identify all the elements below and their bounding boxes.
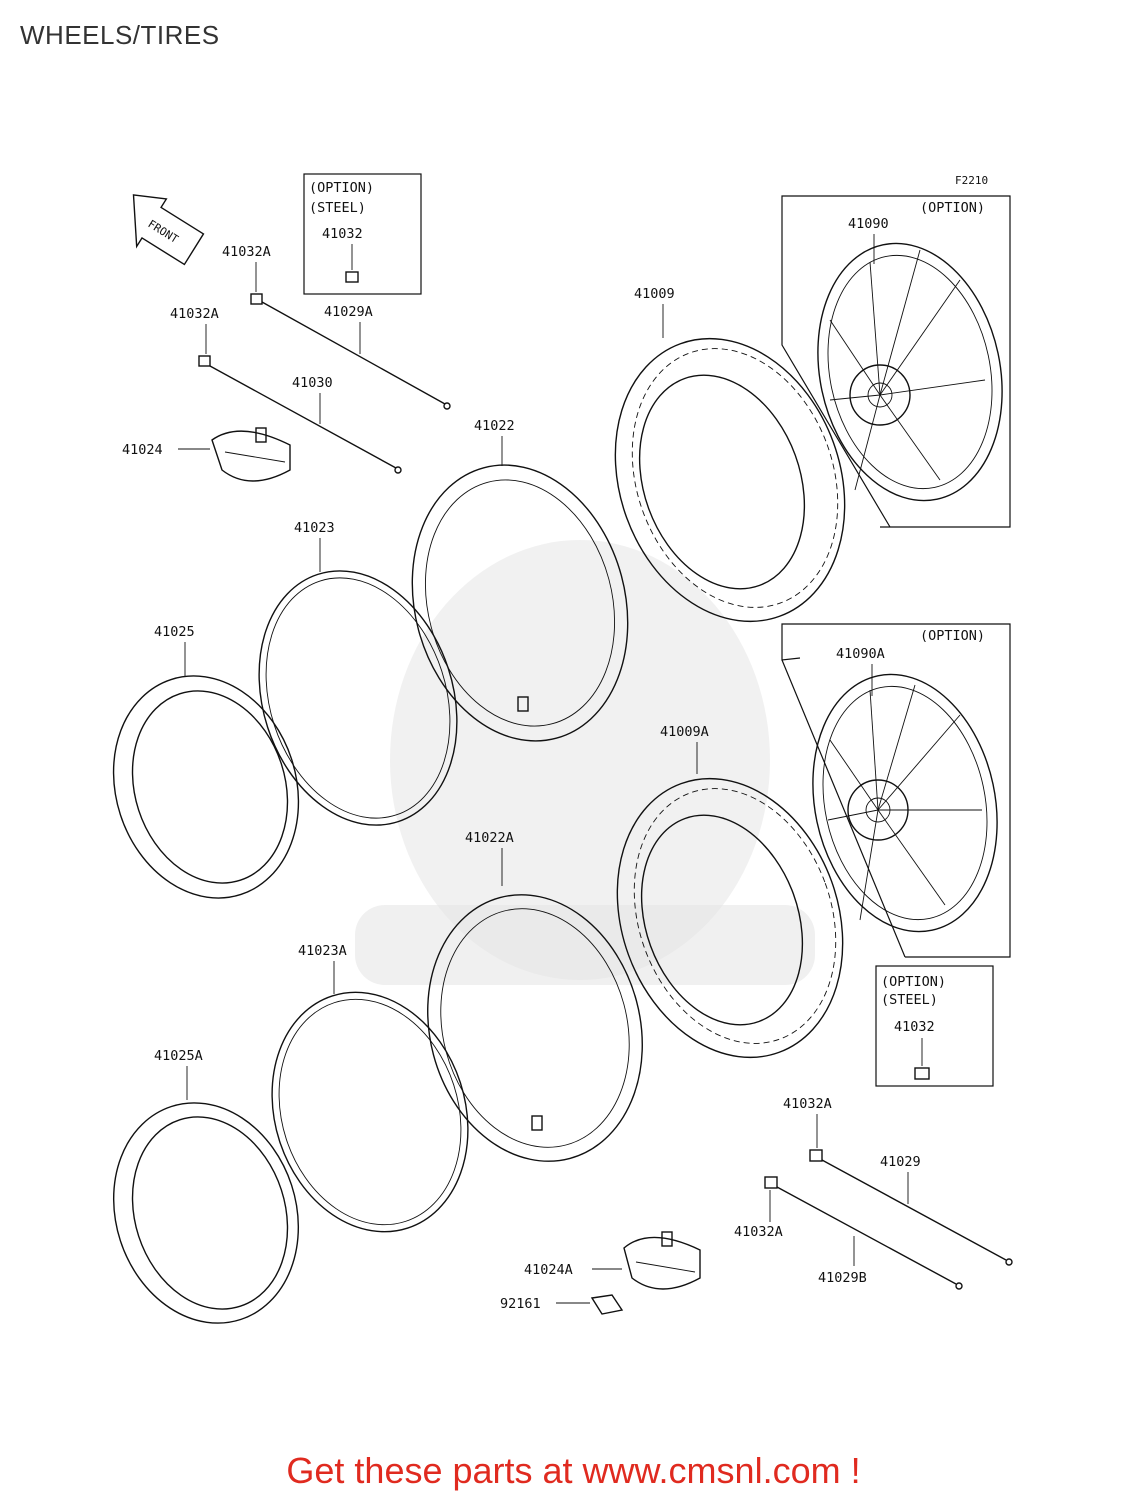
watermark-logo bbox=[355, 540, 815, 985]
svg-text:(STEEL): (STEEL) bbox=[309, 200, 366, 216]
svg-text:41029B: 41029B bbox=[818, 1270, 867, 1286]
wheel-41090: 41090 bbox=[817, 216, 1003, 502]
svg-text:41025A: 41025A bbox=[154, 1048, 203, 1064]
spoke-41029A: 41032A 41029A bbox=[222, 244, 451, 410]
svg-text:41032A: 41032A bbox=[222, 244, 271, 260]
option-steel-box-top: (OPTION) (STEEL) 41032 bbox=[303, 173, 422, 295]
svg-text:(OPTION): (OPTION) bbox=[920, 200, 985, 216]
svg-text:41009: 41009 bbox=[634, 286, 675, 302]
svg-text:41022A: 41022A bbox=[465, 830, 514, 846]
svg-text:(OPTION): (OPTION) bbox=[881, 974, 946, 990]
svg-text:41029A: 41029A bbox=[324, 304, 373, 320]
svg-text:41032A: 41032A bbox=[170, 306, 219, 322]
svg-text:41024: 41024 bbox=[122, 442, 163, 458]
svg-text:92161: 92161 bbox=[500, 1296, 541, 1312]
spoke-41029B: 41032A 41029B bbox=[734, 1176, 963, 1290]
wheel-41090A: 41090A bbox=[812, 646, 998, 933]
svg-text:41023: 41023 bbox=[294, 520, 335, 536]
svg-text:41032: 41032 bbox=[322, 226, 363, 242]
spoke-41030: 41032A 41030 bbox=[170, 306, 402, 474]
svg-text:41025: 41025 bbox=[154, 624, 195, 640]
option-box-41090A: (OPTION) bbox=[781, 623, 1011, 958]
rim-strip-41024A: 41024A bbox=[524, 1231, 701, 1290]
rim-41025A: 41025A bbox=[112, 1048, 300, 1324]
page-title: WHEELS/TIRES bbox=[20, 20, 220, 50]
rim-band-41023: 41023 bbox=[258, 520, 458, 826]
svg-text:41090A: 41090A bbox=[836, 646, 885, 662]
rim-strip-41024: 41024 bbox=[122, 427, 291, 482]
footer-link[interactable]: Get these parts at www.cmsnl.com ! bbox=[286, 1450, 861, 1491]
front-label: FRONT bbox=[146, 217, 181, 246]
rim-band-41023A: 41023A bbox=[271, 943, 469, 1233]
option-box-41090: (OPTION) bbox=[781, 195, 1011, 528]
spoke-41029: 41032A 41029 bbox=[783, 1096, 1013, 1266]
svg-text:41022: 41022 bbox=[474, 418, 515, 434]
svg-text:41032: 41032 bbox=[894, 1019, 935, 1035]
front-arrow-icon: FRONT bbox=[132, 194, 205, 266]
rim-41025: 41025 bbox=[112, 624, 300, 899]
part-92161: 92161 bbox=[500, 1294, 624, 1315]
svg-text:41029: 41029 bbox=[880, 1154, 921, 1170]
tube-41022: 41022 bbox=[411, 418, 629, 742]
svg-text:41032A: 41032A bbox=[783, 1096, 832, 1112]
svg-text:41009A: 41009A bbox=[660, 724, 709, 740]
svg-text:(OPTION): (OPTION) bbox=[309, 180, 374, 196]
svg-text:(OPTION): (OPTION) bbox=[920, 628, 985, 644]
svg-text:(STEEL): (STEEL) bbox=[881, 992, 938, 1008]
svg-text:41090: 41090 bbox=[848, 216, 889, 232]
tire-41009A: 41009A bbox=[616, 724, 844, 1059]
svg-text:41024A: 41024A bbox=[524, 1262, 573, 1278]
svg-text:41032A: 41032A bbox=[734, 1224, 783, 1240]
figure-code: F2210 bbox=[955, 174, 988, 187]
svg-text:41030: 41030 bbox=[292, 375, 333, 391]
tire-41009: 41009 bbox=[614, 286, 846, 623]
svg-text:41023A: 41023A bbox=[298, 943, 347, 959]
option-steel-box-bottom: (OPTION) (STEEL) 41032 bbox=[875, 965, 994, 1087]
